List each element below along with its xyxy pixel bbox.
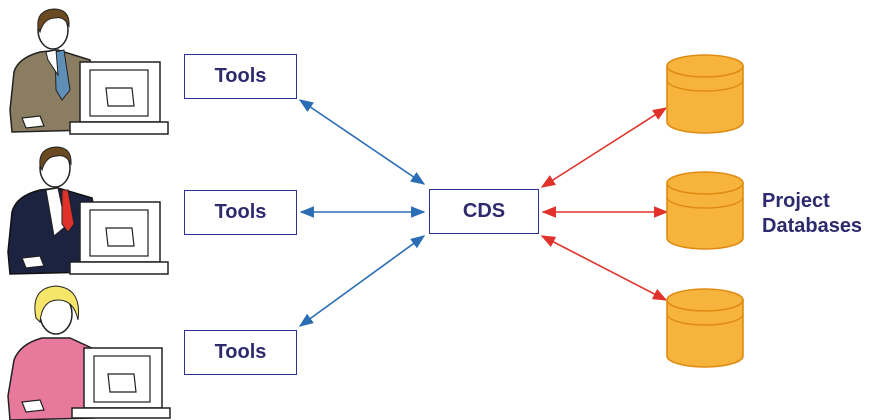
cds-hub-box: CDS	[429, 189, 539, 234]
tools-label: Tools	[214, 201, 267, 223]
databases-label-line1: Project	[762, 190, 830, 212]
tools-box: Tools	[184, 190, 297, 235]
cds-label: CDS	[462, 200, 506, 222]
tools-box: Tools	[184, 330, 297, 375]
arrow-tools3-cds	[298, 235, 426, 327]
databases-label-line2: Databases	[762, 215, 863, 237]
tools-label: Tools	[214, 341, 267, 363]
project-databases-label: Project Databases	[762, 189, 862, 239]
tools-box: Tools	[184, 54, 297, 99]
tools-label: Tools	[214, 65, 267, 87]
arrow-cds-db3	[540, 235, 668, 301]
arrow-tools1-cds	[298, 99, 426, 185]
arrow-cds-db1	[540, 107, 668, 188]
